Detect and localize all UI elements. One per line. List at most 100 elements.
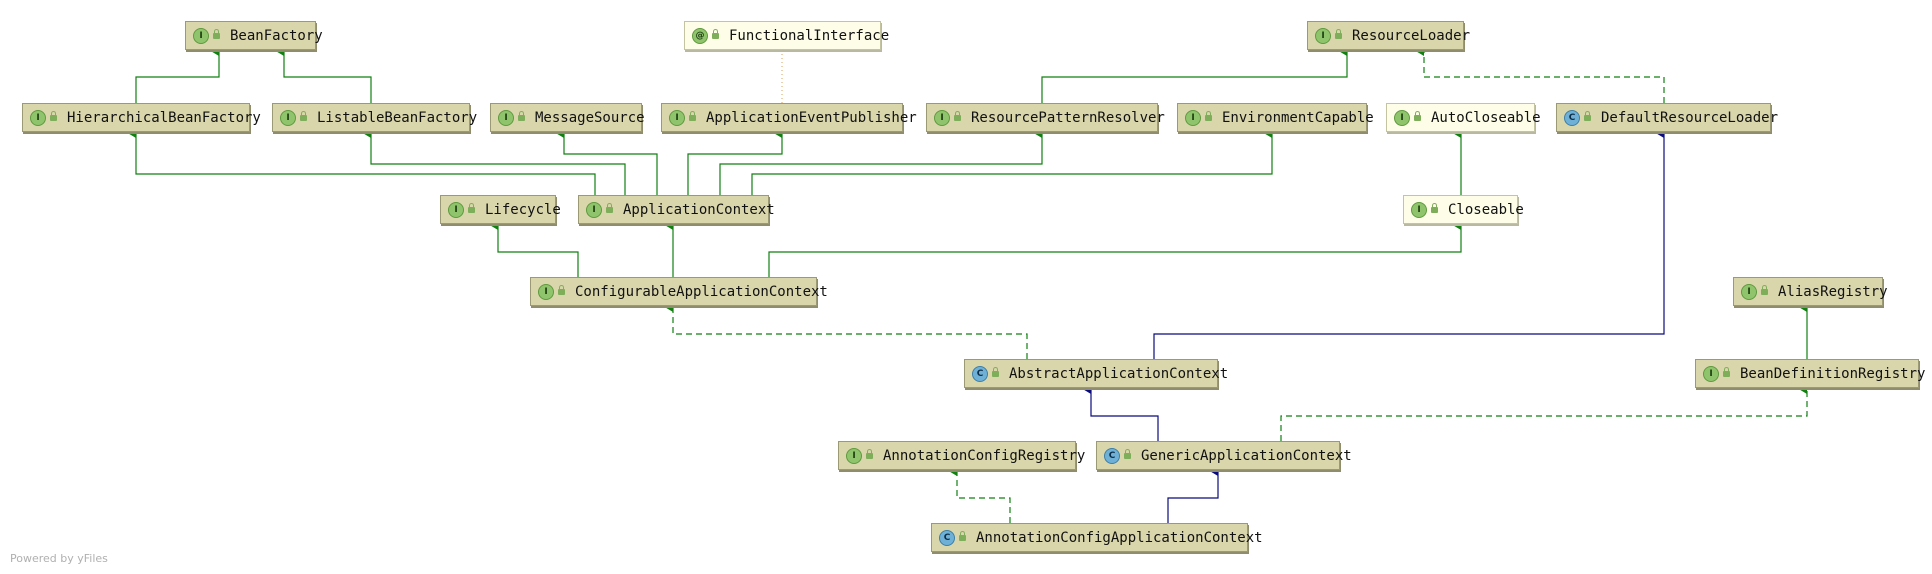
edge-ApplicationContext-to-EnvironmentCapable: [751, 126, 1273, 195]
class-icon: C: [1104, 447, 1120, 464]
edge-GenericApplicationContext-to-AbstractApplicationContext: [1081, 382, 1159, 441]
public-visibility-icon: [712, 28, 719, 39]
interface-icon: I: [846, 447, 862, 464]
node-label: MessageSource: [535, 109, 645, 126]
interface-icon: I: [1315, 27, 1331, 44]
interface-icon: I: [193, 27, 209, 44]
edge-ApplicationContext-to-ListableBeanFactory: [361, 126, 626, 195]
node-BeanDefinitionRegistry[interactable]: I BeanDefinitionRegistry: [1695, 359, 1925, 388]
public-visibility-icon: [1205, 110, 1212, 121]
edge-ListableBeanFactory-to-BeanFactory: [274, 44, 372, 103]
public-visibility-icon: [689, 110, 696, 121]
public-visibility-icon: [1414, 110, 1421, 121]
class-icon: C: [939, 529, 955, 546]
edge-ResourcePatternResolver-to-ResourceLoader: [1041, 44, 1348, 103]
interface-icon: I: [1394, 109, 1410, 126]
public-visibility-icon: [213, 28, 220, 39]
node-label: HierarchicalBeanFactory: [67, 109, 261, 126]
interface-icon: I: [280, 109, 296, 126]
public-visibility-icon: [300, 110, 307, 121]
node-label: ResourceLoader: [1352, 27, 1471, 44]
node-AnnotationConfigApplicationContext[interactable]: C AnnotationConfigApplicationContext: [931, 523, 1263, 552]
node-ResourceLoader[interactable]: I ResourceLoader: [1307, 21, 1470, 50]
interface-icon: I: [1185, 109, 1201, 126]
public-visibility-icon: [558, 284, 565, 295]
node-label: ListableBeanFactory: [317, 109, 478, 126]
node-HierarchicalBeanFactory[interactable]: I HierarchicalBeanFactory: [22, 103, 261, 132]
interface-icon: I: [1741, 283, 1757, 300]
node-MessageSource[interactable]: I MessageSource: [490, 103, 645, 132]
public-visibility-icon: [1124, 448, 1131, 459]
edge-ApplicationContext-to-MessageSource: [554, 126, 658, 195]
edge-AnnotationConfigApplicationContext-to-AnnotationConfigRegistry: [947, 464, 1011, 523]
node-DefaultResourceLoader[interactable]: C DefaultResourceLoader: [1556, 103, 1778, 132]
node-label: AbstractApplicationContext: [1009, 365, 1229, 382]
class-icon: C: [972, 365, 988, 382]
interface-icon: I: [448, 201, 464, 218]
edge-GenericApplicationContext-to-BeanDefinitionRegistry: [1280, 382, 1808, 441]
node-label: AnnotationConfigApplicationContext: [976, 529, 1263, 546]
node-label: FunctionalInterface: [729, 27, 890, 44]
edge-AbstractApplicationContext-to-DefaultResourceLoader: [1153, 126, 1665, 359]
node-FunctionalInterface[interactable]: @ FunctionalInterface: [684, 21, 889, 50]
node-AbstractApplicationContext[interactable]: C AbstractApplicationContext: [964, 359, 1228, 388]
node-label: AutoCloseable: [1431, 109, 1541, 126]
interface-icon: I: [669, 109, 685, 126]
node-ApplicationEventPublisher[interactable]: I ApplicationEventPublisher: [661, 103, 917, 132]
node-label: BeanFactory: [230, 27, 323, 44]
node-label: AnnotationConfigRegistry: [883, 447, 1086, 464]
node-ConfigurableApplicationContext[interactable]: I ConfigurableApplicationContext: [530, 277, 828, 306]
edge-ApplicationContext-to-ApplicationEventPublisher: [687, 126, 783, 195]
public-visibility-icon: [1335, 28, 1342, 39]
public-visibility-icon: [606, 202, 613, 213]
node-ListableBeanFactory[interactable]: I ListableBeanFactory: [272, 103, 477, 132]
node-ApplicationContext[interactable]: I ApplicationContext: [578, 195, 775, 224]
node-label: ApplicationContext: [623, 201, 775, 218]
public-visibility-icon: [1761, 284, 1768, 295]
node-EnvironmentCapable[interactable]: I EnvironmentCapable: [1177, 103, 1374, 132]
edge-HierarchicalBeanFactory-to-BeanFactory: [135, 44, 220, 103]
public-visibility-icon: [866, 448, 873, 459]
class-icon: C: [1564, 109, 1580, 126]
node-label: EnvironmentCapable: [1222, 109, 1374, 126]
interface-icon: I: [1703, 365, 1719, 382]
public-visibility-icon: [1723, 366, 1730, 377]
node-Lifecycle[interactable]: I Lifecycle: [440, 195, 561, 224]
node-label: ResourcePatternResolver: [971, 109, 1165, 126]
edge-ConfigurableApplicationContext-to-Closeable: [768, 218, 1462, 277]
public-visibility-icon: [954, 110, 961, 121]
public-visibility-icon: [992, 366, 999, 377]
node-label: Closeable: [1448, 201, 1524, 218]
node-label: ConfigurableApplicationContext: [575, 283, 828, 300]
watermark: Powered by yFiles: [10, 552, 108, 565]
node-label: DefaultResourceLoader: [1601, 109, 1779, 126]
interface-icon: I: [30, 109, 46, 126]
node-ResourcePatternResolver[interactable]: I ResourcePatternResolver: [926, 103, 1165, 132]
edge-ApplicationContext-to-HierarchicalBeanFactory: [126, 126, 596, 195]
interface-icon: I: [586, 201, 602, 218]
node-BeanFactory[interactable]: I BeanFactory: [185, 21, 323, 50]
public-visibility-icon: [1431, 202, 1438, 213]
node-label: Lifecycle: [485, 201, 561, 218]
node-label: ApplicationEventPublisher: [706, 109, 917, 126]
edge-DefaultResourceLoader-to-ResourceLoader: [1414, 44, 1665, 103]
edge-ConfigurableApplicationContext-to-Lifecycle: [488, 218, 579, 277]
node-label: BeanDefinitionRegistry: [1740, 365, 1926, 382]
node-label: GenericApplicationContext: [1141, 447, 1352, 464]
interface-icon: I: [934, 109, 950, 126]
node-AnnotationConfigRegistry[interactable]: I AnnotationConfigRegistry: [838, 441, 1085, 470]
annotation-icon: @: [692, 27, 708, 44]
node-GenericApplicationContext[interactable]: C GenericApplicationContext: [1096, 441, 1352, 470]
edge-AnnotationConfigApplicationContext-to-GenericApplicationContext: [1167, 464, 1219, 523]
public-visibility-icon: [50, 110, 57, 121]
interface-icon: I: [538, 283, 554, 300]
node-AutoCloseable[interactable]: I AutoCloseable: [1386, 103, 1541, 132]
edge-AbstractApplicationContext-to-ConfigurableApplicationContext: [663, 300, 1028, 359]
public-visibility-icon: [959, 530, 966, 541]
interface-icon: I: [498, 109, 514, 126]
public-visibility-icon: [1584, 110, 1591, 121]
